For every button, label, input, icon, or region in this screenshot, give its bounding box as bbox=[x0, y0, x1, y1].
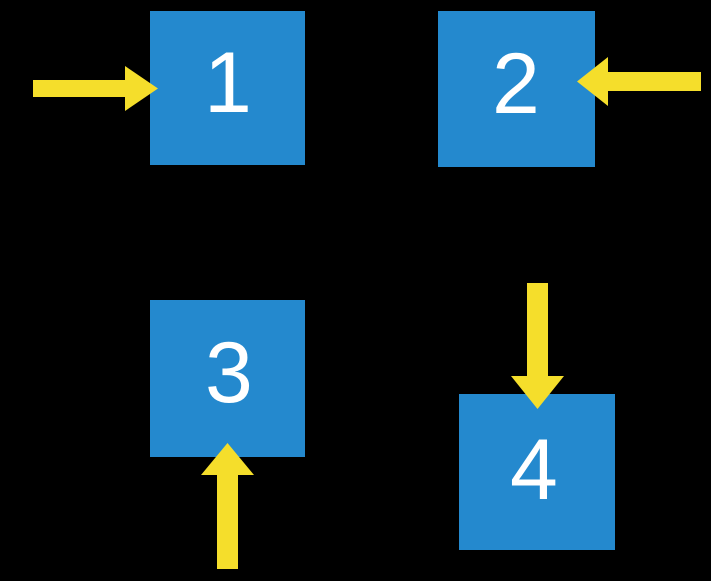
node-label-3: 3 bbox=[205, 325, 253, 421]
arrow-left-into-node-2 bbox=[577, 57, 701, 106]
arrow-up-into-node-3 bbox=[201, 443, 254, 569]
node-box-4[interactable] bbox=[459, 394, 615, 550]
node-box-3[interactable] bbox=[150, 300, 305, 457]
arrow-right-into-node-1 bbox=[33, 66, 158, 111]
arrow-down-into-node-4 bbox=[511, 283, 564, 409]
node-label-4: 4 bbox=[510, 422, 558, 518]
node-label-2: 2 bbox=[492, 36, 540, 132]
node-label-1: 1 bbox=[204, 35, 252, 131]
node-box-2[interactable] bbox=[438, 11, 595, 167]
node-box-1[interactable] bbox=[150, 11, 305, 165]
